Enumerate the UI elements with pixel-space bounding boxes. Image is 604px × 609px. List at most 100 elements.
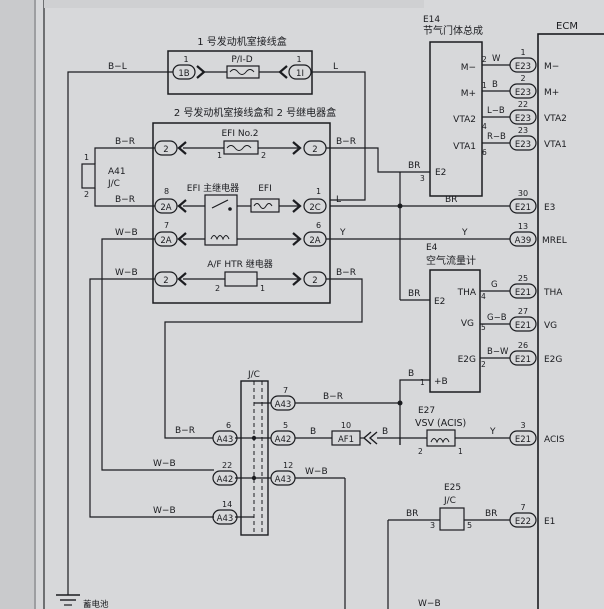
- svg-text:7: 7: [283, 386, 288, 395]
- ecm-pin-e3: 30 E21 E3: [509, 189, 555, 214]
- ecm-frame: [537, 33, 604, 609]
- svg-text:B−W: B−W: [487, 347, 509, 357]
- svg-text:E22: E22: [515, 517, 531, 527]
- svg-text:M+: M+: [544, 88, 559, 98]
- svg-text:AF1: AF1: [338, 435, 354, 445]
- svg-text:W−B: W−B: [305, 467, 328, 477]
- svg-text:ACIS: ACIS: [544, 435, 565, 445]
- svg-text:A42: A42: [275, 435, 292, 445]
- svg-text:Y: Y: [489, 427, 496, 437]
- svg-text:1: 1: [217, 151, 222, 160]
- svg-text:B: B: [492, 80, 498, 90]
- fuse-box2-title: 2 号发动机室接线盒和 2 号继电器盒: [174, 106, 336, 119]
- efi-relay: [204, 194, 238, 246]
- svg-text:2: 2: [84, 190, 89, 199]
- ecm-pin-vta1: 23 E23 VTA1: [509, 126, 567, 151]
- connector-2c: 2C: [292, 198, 327, 214]
- connector-a42-22: A42: [212, 470, 238, 486]
- svg-text:A43: A43: [217, 514, 234, 524]
- svg-text:E21: E21: [515, 288, 531, 298]
- jc-label: J/C: [247, 370, 260, 380]
- svg-text:E2: E2: [435, 168, 446, 178]
- wire-bl-label: B−L: [108, 62, 127, 72]
- svg-text:1: 1: [260, 284, 265, 293]
- e4-label: 空气流量计: [426, 254, 476, 267]
- wire-l-label: L: [333, 62, 338, 72]
- svg-text:B: B: [382, 427, 388, 437]
- ecm-label: ECM: [556, 21, 578, 32]
- svg-text:2A: 2A: [309, 236, 320, 246]
- ecm-pin-e1: 7 E22 E1: [509, 503, 555, 528]
- svg-text:30: 30: [518, 189, 528, 198]
- svg-text:2C: 2C: [309, 203, 320, 213]
- svg-text:5: 5: [467, 521, 472, 530]
- svg-text:22: 22: [222, 461, 232, 470]
- svg-text:G−B: G−B: [487, 313, 507, 323]
- svg-text:VTA2: VTA2: [544, 114, 567, 124]
- svg-text:4: 4: [482, 122, 487, 131]
- ecm-pin-e2g: 26 E21 E2G: [509, 341, 562, 366]
- svg-text:6: 6: [226, 421, 231, 430]
- svg-text:THA: THA: [457, 288, 477, 298]
- svg-text:E3: E3: [544, 203, 555, 213]
- svg-text:B−R: B−R: [336, 268, 356, 278]
- svg-text:A42: A42: [217, 475, 234, 485]
- svg-text:BR: BR: [445, 195, 457, 205]
- svg-text:2: 2: [261, 151, 266, 160]
- svg-text:BR: BR: [406, 509, 418, 519]
- svg-text:A43: A43: [275, 475, 292, 485]
- svg-text:G: G: [491, 280, 498, 290]
- svg-text:B−R: B−R: [323, 392, 343, 402]
- fuse-efi2-label: EFI No.2: [221, 129, 258, 139]
- svg-text:2: 2: [481, 360, 486, 369]
- svg-text:E2G: E2G: [544, 355, 562, 365]
- svg-text:L: L: [336, 195, 341, 205]
- ground-label: 蓄电池: [83, 599, 109, 609]
- e4-ref: E4: [426, 243, 438, 253]
- svg-text:E21: E21: [515, 355, 531, 365]
- svg-text:B: B: [408, 369, 414, 379]
- svg-text:2A: 2A: [160, 236, 171, 246]
- svg-text:A43: A43: [275, 400, 292, 410]
- svg-text:1B: 1B: [178, 69, 189, 79]
- e14-ref: E14: [423, 15, 440, 25]
- svg-text:2: 2: [312, 145, 317, 155]
- svg-text:B−R: B−R: [115, 137, 135, 147]
- svg-text:+B: +B: [434, 377, 448, 387]
- ecm-pin-mrel: 13 A39 MREL: [509, 222, 567, 247]
- svg-text:7: 7: [520, 503, 525, 512]
- svg-text:3: 3: [430, 521, 435, 530]
- svg-text:1: 1: [482, 81, 487, 90]
- svg-text:2: 2: [163, 145, 168, 155]
- ecm-pin-acis: 3 E21 ACIS: [509, 421, 565, 446]
- svg-text:A39: A39: [515, 236, 532, 246]
- svg-text:E21: E21: [515, 435, 531, 445]
- connector-a43-14: A43: [212, 509, 238, 525]
- ecm-pin-m-plus: 2 E23 M+: [509, 74, 559, 99]
- svg-text:BR: BR: [485, 509, 497, 519]
- svg-text:B: B: [310, 427, 316, 437]
- svg-text:BR: BR: [408, 289, 420, 299]
- svg-text:VTA2: VTA2: [453, 115, 476, 125]
- svg-text:1: 1: [420, 378, 425, 387]
- svg-text:2: 2: [312, 276, 317, 286]
- air-flow-meter-frame: [429, 269, 481, 393]
- svg-text:VTA1: VTA1: [453, 142, 476, 152]
- svg-text:22: 22: [518, 100, 528, 109]
- svg-text:8: 8: [164, 187, 169, 196]
- ecm-pin-vg: 27 E21 VG: [509, 307, 557, 332]
- svg-text:M+: M+: [461, 89, 476, 99]
- svg-text:2A: 2A: [160, 203, 171, 213]
- svg-text:E23: E23: [515, 88, 531, 98]
- a41-jc: [81, 163, 96, 189]
- svg-text:M−: M−: [544, 62, 559, 72]
- svg-text:1: 1: [316, 187, 321, 196]
- fuse-box1-title: 1 号发动机室接线盒: [197, 35, 287, 48]
- svg-text:W−B: W−B: [115, 268, 138, 278]
- ecm-pin-vta2: 22 E23 VTA2: [509, 100, 567, 125]
- svg-text:7: 7: [164, 221, 169, 230]
- connector-a43-7: A43: [270, 395, 296, 411]
- svg-text:VG: VG: [544, 321, 557, 331]
- svg-text:BR: BR: [408, 161, 420, 171]
